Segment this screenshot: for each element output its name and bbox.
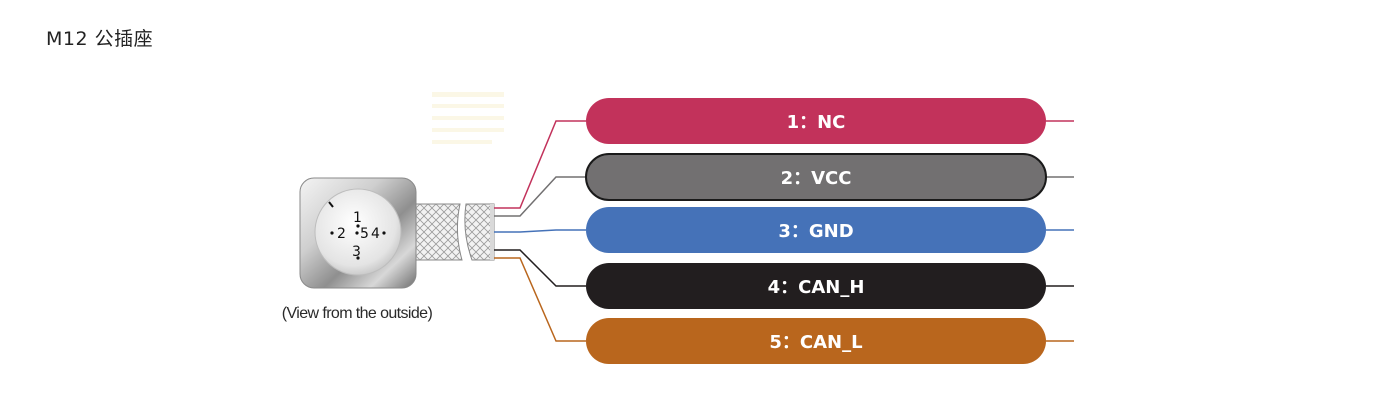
pin-dot-3 bbox=[356, 256, 360, 260]
pin-label-3: 3 bbox=[352, 244, 361, 260]
wire-label-1: 1：NC bbox=[787, 112, 846, 133]
wire-3: 3：GND bbox=[494, 207, 1074, 253]
cable-segment-right bbox=[464, 203, 495, 261]
pin-label-1: 1 bbox=[353, 210, 362, 226]
wire-label-3: 3：GND bbox=[778, 221, 853, 242]
wire-lead-1 bbox=[494, 120, 586, 209]
pin-dot-1 bbox=[356, 224, 360, 228]
pin-label-5: 5 bbox=[360, 226, 369, 242]
pin-dot-5 bbox=[355, 231, 359, 235]
wire-4: 4：CAN_H bbox=[494, 249, 1074, 309]
wire-pill-1 bbox=[586, 98, 1046, 144]
wires-layer: 1：NC 2：VCC 3：GND 4：CAN_H 5：CAN_L bbox=[494, 98, 1074, 364]
cable-sleeve-end bbox=[490, 204, 494, 260]
connector-caption: (View from the outside) bbox=[281, 305, 433, 322]
wire-pill-2 bbox=[585, 153, 1047, 201]
wire-pill-3 bbox=[586, 207, 1046, 253]
wire-1: 1：NC bbox=[494, 98, 1074, 209]
faint-decoration bbox=[432, 92, 504, 144]
pin-dot-2 bbox=[330, 231, 334, 235]
wire-lead-3 bbox=[494, 229, 586, 233]
wire-lead-2 bbox=[494, 176, 586, 217]
wire-lead-4 bbox=[494, 249, 586, 287]
pin-label-4: 4 bbox=[371, 226, 380, 242]
braided-cable bbox=[415, 203, 495, 261]
pin-dot-4 bbox=[382, 231, 386, 235]
m12-connector: 1 2 3 4 5 bbox=[299, 177, 417, 289]
coding-key-mark bbox=[328, 201, 334, 208]
wire-2: 2：VCC bbox=[494, 153, 1074, 217]
wire-5: 5：CAN_L bbox=[494, 257, 1074, 364]
wire-pill-5 bbox=[586, 318, 1046, 364]
wire-pill-4 bbox=[586, 263, 1046, 309]
pin-label-2: 2 bbox=[337, 226, 346, 242]
wire-label-4: 4：CAN_H bbox=[768, 277, 865, 298]
wire-label-5: 5：CAN_L bbox=[769, 332, 862, 353]
cable-segment-left bbox=[415, 203, 463, 261]
page-title: M12 公插座 bbox=[46, 28, 154, 50]
wire-label-2: 2：VCC bbox=[781, 168, 852, 189]
wire-lead-5 bbox=[494, 257, 586, 342]
